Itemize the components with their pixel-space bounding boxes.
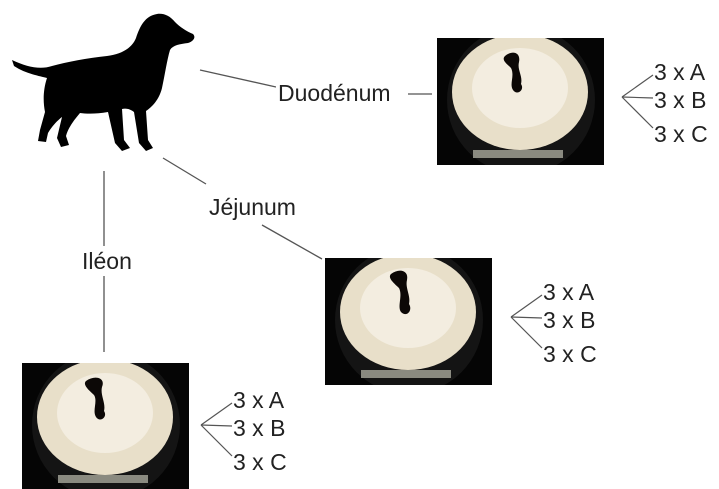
jejunum-samples: 3 x A 3 x B 3 x C — [543, 278, 597, 368]
connector-jejunum-photo — [262, 225, 322, 259]
duodenum-samples: 3 x A 3 x B 3 x C — [654, 58, 708, 148]
connector-dog-duodenum — [200, 70, 276, 87]
ileum-specimen-photo — [22, 363, 189, 489]
ileum-samples: 3 x A 3 x B 3 x C — [233, 386, 287, 476]
label-jejunum: Jéjunum — [207, 194, 298, 220]
jejunum-specimen-photo — [325, 258, 492, 385]
dog-silhouette-icon — [12, 12, 197, 157]
duodenum-sample-b: 3 x B — [654, 86, 708, 114]
connector-dog-jejunum — [163, 158, 206, 184]
ileum-sample-b: 3 x B — [233, 414, 287, 442]
label-ileum: Iléon — [80, 248, 134, 274]
jejunum-sample-a: 3 x A — [543, 278, 597, 306]
jejunum-sample-c: 3 x C — [543, 340, 597, 368]
duodenum-specimen-photo — [437, 38, 604, 165]
label-duodenum: Duodénum — [276, 80, 393, 106]
ileum-sample-a: 3 x A — [233, 386, 287, 414]
jejunum-branch-lines — [508, 290, 548, 354]
duodenum-branch-lines — [619, 70, 659, 134]
duodenum-sample-a: 3 x A — [654, 58, 708, 86]
jejunum-sample-b: 3 x B — [543, 306, 597, 334]
ileum-branch-lines — [198, 398, 238, 462]
duodenum-sample-c: 3 x C — [654, 120, 708, 148]
ileum-sample-c: 3 x C — [233, 448, 287, 476]
